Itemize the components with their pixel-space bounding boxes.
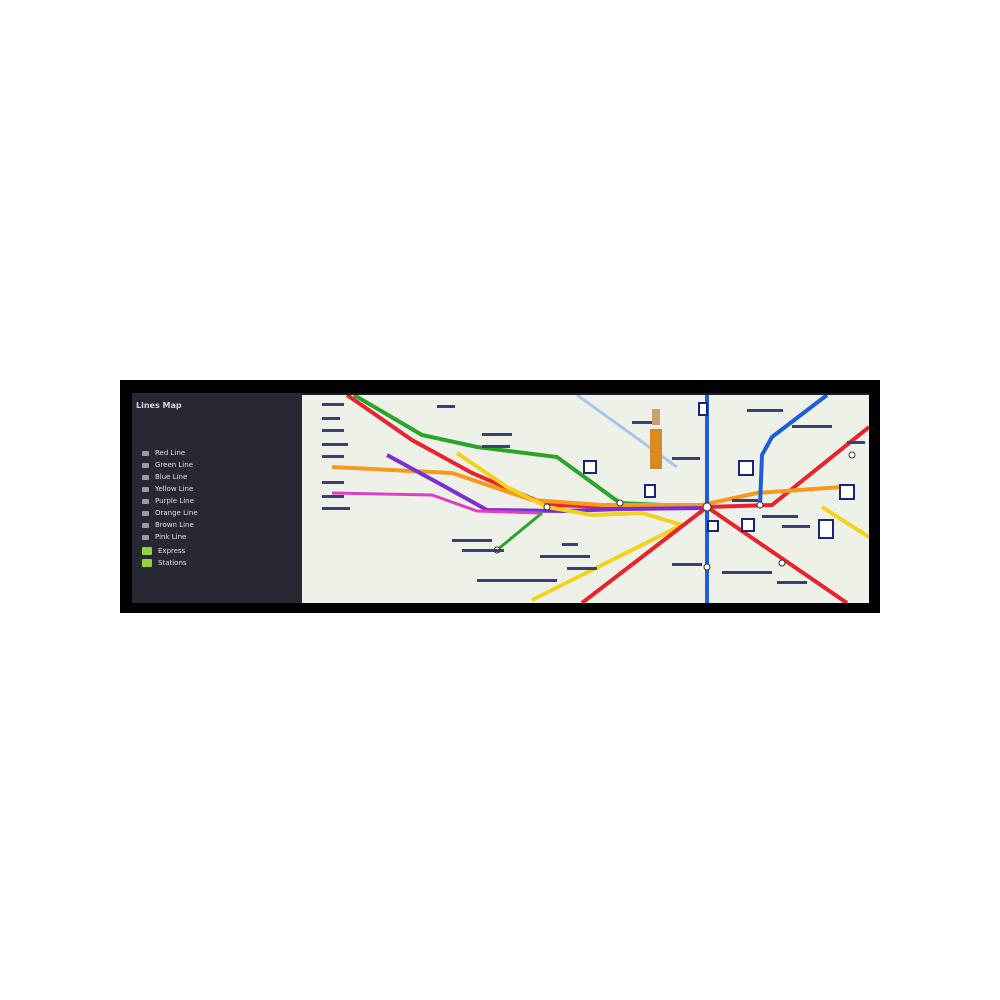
- line-yellow-2[interactable]: [820, 505, 869, 539]
- map-label-marks: [322, 403, 865, 584]
- route-item[interactable]: Red Line: [142, 448, 185, 458]
- station-square-icon[interactable]: [644, 484, 656, 498]
- route-label: Red Line: [155, 449, 186, 457]
- route-label: Orange Line: [155, 509, 198, 517]
- route-item[interactable]: Orange Line: [142, 508, 198, 518]
- route-marker-icon: [142, 486, 149, 492]
- route-label: Stations: [158, 559, 187, 567]
- station-dot[interactable]: [702, 502, 712, 512]
- sidebar-title: Lines Map: [136, 401, 182, 410]
- route-label: Purple Line: [155, 497, 194, 505]
- station-square-icon[interactable]: [818, 519, 834, 539]
- line-red-3[interactable]: [496, 511, 543, 552]
- line-yellow[interactable]: [455, 451, 688, 602]
- route-marker-icon: [142, 522, 149, 528]
- station-square-icon[interactable]: [583, 460, 597, 474]
- route-marker-icon: [142, 462, 149, 468]
- line-red-2[interactable]: [580, 505, 849, 603]
- station-square-icon[interactable]: [741, 518, 755, 532]
- route-marker-icon: [142, 474, 149, 480]
- station-square-icon[interactable]: [738, 460, 754, 476]
- route-marker-icon: [142, 547, 152, 555]
- station-dot[interactable]: [616, 499, 624, 507]
- route-item[interactable]: Purple Line: [142, 496, 194, 506]
- station-square-icon[interactable]: [707, 520, 719, 532]
- route-label: Express: [158, 547, 186, 555]
- route-label: Green Line: [155, 461, 194, 469]
- line-magenta[interactable]: [331, 491, 543, 515]
- station-dot[interactable]: [703, 563, 711, 571]
- route-marker-icon: [142, 498, 149, 504]
- station-square-icon[interactable]: [698, 402, 708, 416]
- route-label: Pink Line: [155, 533, 187, 541]
- route-marker-icon: [142, 510, 149, 516]
- route-marker-icon: [142, 559, 152, 567]
- station-dot[interactable]: [543, 503, 551, 511]
- line-purple[interactable]: [386, 453, 703, 514]
- station-dot[interactable]: [756, 501, 764, 509]
- station-dot[interactable]: [848, 451, 856, 459]
- station-square-icon[interactable]: [839, 484, 855, 500]
- route-label: Blue Line: [155, 473, 188, 481]
- route-label: Brown Line: [155, 521, 194, 529]
- station-dot[interactable]: [778, 559, 786, 567]
- line-orange[interactable]: [331, 465, 843, 507]
- route-label: Yellow Line: [155, 485, 194, 493]
- route-item[interactable]: Green Line: [142, 460, 193, 470]
- transit-map[interactable]: [302, 395, 869, 603]
- route-item[interactable]: Pink Line: [142, 532, 186, 542]
- route-marker-icon: [142, 534, 149, 540]
- route-item[interactable]: Blue Line: [142, 472, 187, 482]
- route-item[interactable]: Express: [142, 546, 185, 556]
- route-item[interactable]: Brown Line: [142, 520, 194, 530]
- route-item[interactable]: Stations: [142, 558, 187, 568]
- route-item[interactable]: Yellow Line: [142, 484, 193, 494]
- route-marker-icon: [142, 450, 149, 456]
- transit-map-canvas[interactable]: [302, 395, 869, 603]
- station-pictogram-icon: [650, 409, 662, 469]
